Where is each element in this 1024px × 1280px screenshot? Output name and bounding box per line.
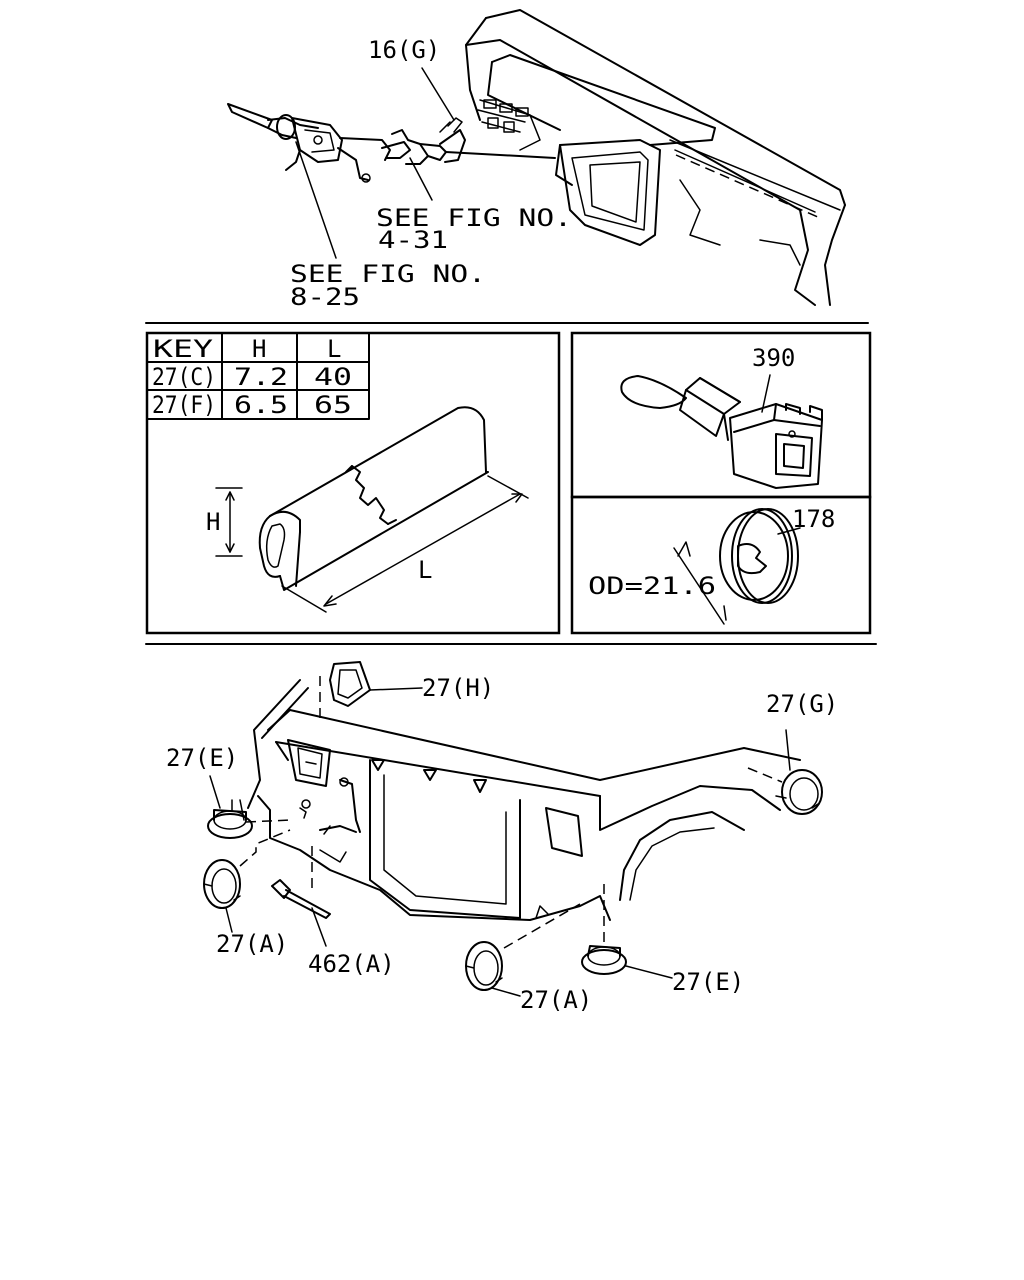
table-row-l: 40 [314,363,352,391]
callout-16g: 16(G) [368,36,440,64]
clip-27a-bottom-shape [465,941,521,997]
dash-27a-bottom [503,903,581,949]
grommet-detail-box [570,495,872,635]
connector-detail-box [570,331,872,499]
clip-27g-shape [775,729,823,815]
callout-462a: 462(A) [308,950,395,978]
top-leader-lines [295,67,455,259]
dash-27e-left [245,819,293,823]
dash-27g [747,767,783,783]
see-fig-8-25-line1: SEE FIG NO. [290,260,486,288]
combination-switch-illustration [227,103,556,183]
clip-27e-right-shape [581,945,673,979]
dash-27a-left [239,829,291,867]
grommet-illustration [673,508,801,625]
table-row-l: 65 [314,391,352,419]
tie-462a-shape [271,879,331,947]
dim-h-label: H [206,508,220,536]
see-fig-4-31-line2: 4-31 [378,226,448,254]
callout-27a-bottom: 27(A) [520,986,592,1014]
dashboard-illustration [465,9,846,306]
edge-trim-illustration [215,406,529,613]
callout-27h: 27(H) [422,674,494,702]
key-table: KEY H L 27(C) 7.2 40 27(F) 6.5 65 [146,332,370,420]
callout-27e-right: 27(E) [672,968,744,996]
clip-27a-left-shape [203,859,241,933]
table-row-key: 27(C) [152,363,216,391]
dim-l-label: L [418,556,432,584]
clip-27e-left-shape [207,775,253,839]
table-row-h: 6.5 [234,391,288,419]
callout-27e-left: 27(E) [166,744,238,772]
cab-rear-illustration [247,679,801,921]
connector-illustration [620,374,823,489]
table-row-h: 7.2 [234,363,288,391]
see-fig-8-25-line2: 8-25 [290,283,360,311]
callout-27a-left: 27(A) [216,930,288,958]
callout-390: 390 [752,344,795,372]
callout-178: 178 [792,505,835,533]
od-dimension-label: OD=21.6 [588,572,716,600]
table-header-h: H [252,335,266,363]
table-row-key: 27(F) [152,391,216,419]
table-header-key: KEY [153,335,214,363]
clip-27h-shape [329,661,423,707]
table-header-l: L [327,335,341,363]
see-fig-4-31-line1: SEE FIG NO. [376,204,572,232]
callout-27g: 27(G) [766,690,838,718]
